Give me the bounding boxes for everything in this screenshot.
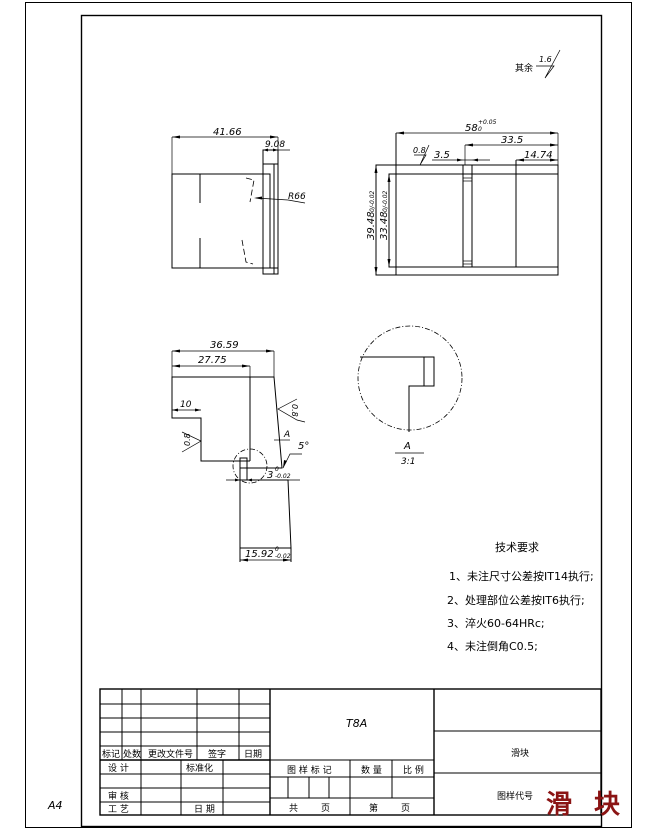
section-roughness-left: 0.8	[183, 433, 192, 446]
standardization-label: 标准化	[186, 762, 213, 774]
detail-view-a: A 3:1	[357, 325, 463, 467]
sheet-inner-frame	[80, 14, 603, 828]
total-page-label: 页	[321, 803, 330, 814]
title-block: 标记 处数 更改文件号 签字 日期 设 计 标准化 审 核 工 艺 日 期 T8…	[99, 688, 602, 816]
dim-slot-width: 3.5	[434, 150, 450, 161]
process-label: 工 艺	[108, 804, 129, 815]
tech-req-title: 技术要求	[495, 541, 539, 554]
tech-req-item-1: 1、未注尺寸公差按IT14执行;	[449, 569, 594, 583]
dim-length-tol-upper: +0.05	[478, 119, 497, 126]
tech-req-item-4: 4、未注倒角C0.5;	[447, 639, 538, 653]
detail-label: A	[403, 441, 411, 452]
rev-header-doc: 更改文件号	[148, 748, 193, 760]
dim-to-slot: 33.5	[501, 135, 523, 146]
other-roughness-label: 其余	[515, 62, 533, 74]
dim-height-inner: 33.48	[379, 211, 390, 240]
dim-length: 58	[465, 123, 478, 134]
review-label: 审 核	[108, 790, 129, 802]
rev-header-date: 日期	[244, 749, 262, 760]
dim-bottom-tol-upper: 0	[275, 546, 279, 553]
dim-right-step: 14.74	[524, 150, 553, 161]
other-roughness-symbol: 其余 1.6	[515, 49, 561, 79]
tech-requirements: 技术要求 1、未注尺寸公差按IT14执行; 2、处理部位公差按IT6执行; 3、…	[447, 541, 594, 653]
detail-scale: 3:1	[401, 457, 415, 467]
front-view: 58 +0.05 0 33.5 14.74 3.5 0.8 39.48 0/-0…	[366, 119, 559, 276]
dim-top-width: 36.59	[210, 340, 239, 351]
total-label: 共	[289, 803, 298, 814]
front-roughness: 0.8	[413, 146, 426, 155]
watermark: 滑块	[546, 790, 642, 820]
quantity-label: 数 量	[361, 764, 382, 776]
section-view: 36.59 27.75 10 0.8 0.8 A 5° 3 0 -0.02	[171, 340, 309, 562]
section-roughness-right: 0.8	[290, 404, 299, 417]
dim-angle: 5°	[298, 441, 309, 452]
dim-groove-tol-lower: -0.02	[275, 473, 291, 480]
part-name: 滑块	[511, 747, 529, 759]
other-roughness-value: 1.6	[539, 55, 552, 64]
dim-groove: 3	[267, 470, 273, 481]
dim-length-tol-lower: 0	[478, 126, 482, 133]
material: T8A	[346, 717, 367, 730]
side-view: 41.66 9.08 R66	[171, 127, 306, 275]
design-label: 设 计	[108, 762, 129, 774]
dim-step: 10	[180, 400, 192, 410]
dim-overall-width: 41.66	[213, 127, 242, 138]
dim-groove-tol-upper: 0	[275, 466, 279, 473]
sheet-page-label: 页	[401, 803, 410, 814]
section-detail-marker: A	[283, 430, 290, 440]
rev-header-sign: 签字	[208, 748, 226, 760]
dim-inner-width: 27.75	[198, 355, 227, 366]
dim-height-outer-tol: 0/-0.02	[369, 190, 376, 212]
dim-bottom-tol-lower: -0.02	[275, 553, 291, 560]
dim-height-inner-tol: 0/-0.02	[382, 190, 389, 212]
rev-header-mark: 标记	[102, 748, 120, 760]
rev-header-count: 处数	[123, 748, 141, 760]
drawing-mark-label: 图 样 标 记	[287, 764, 332, 776]
dim-flange: 9.08	[265, 140, 285, 150]
dim-height-outer: 39.48	[366, 211, 377, 240]
paper-size: A4	[47, 799, 63, 812]
dim-radius: R66	[288, 192, 306, 202]
dim-bottom-width: 15.92	[245, 549, 274, 560]
tech-req-item-3: 3、淬火60-64HRc;	[447, 616, 545, 630]
tech-req-item-2: 2、处理部位公差按IT6执行;	[447, 593, 585, 607]
sheet-label: 第	[369, 802, 378, 814]
scale-label: 比 例	[403, 764, 424, 776]
date-label: 日 期	[194, 804, 215, 815]
drawing-code-label: 图样代号	[497, 790, 533, 802]
sheet-outer-frame	[25, 2, 632, 828]
